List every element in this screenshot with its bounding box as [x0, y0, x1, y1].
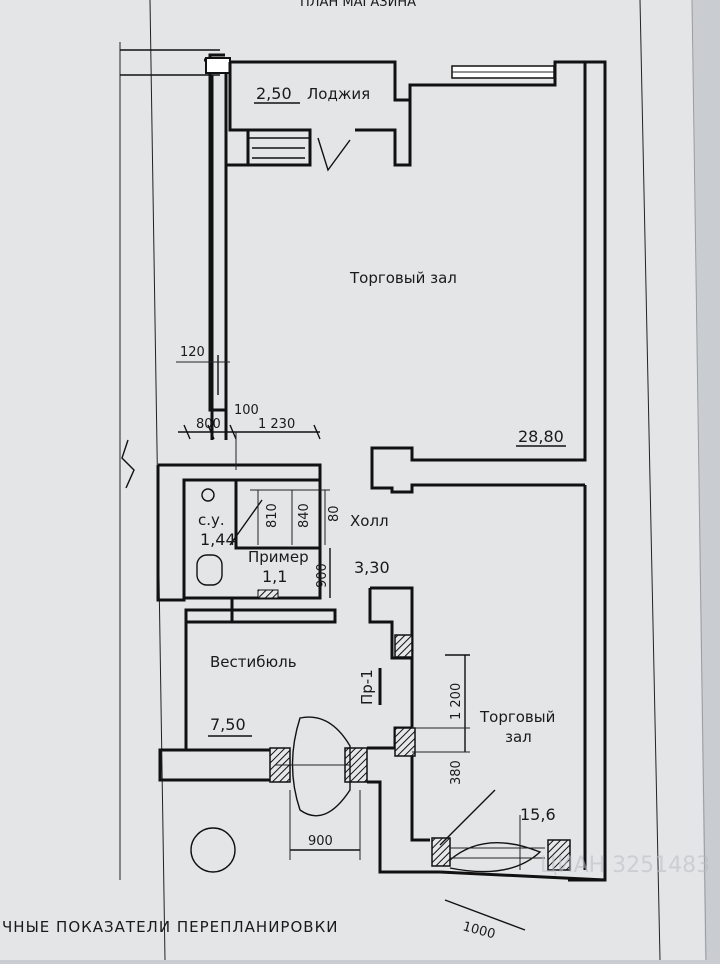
sheet-border-right — [639, 0, 661, 961]
dim-900-h: 900 — [308, 834, 333, 849]
dim-100: 100 — [234, 403, 259, 418]
small-hall-label-1: Торговый — [479, 708, 555, 726]
main-hall-label: Торговый зал — [349, 269, 457, 287]
wc-walls[interactable] — [156, 463, 322, 602]
dim-840: 840 — [297, 503, 312, 528]
dim-80: 80 — [327, 505, 342, 522]
dim-380: 380 — [449, 760, 464, 785]
tree-icon — [190, 827, 236, 873]
wc-label: с.у. — [198, 511, 225, 529]
dim-810: 810 — [265, 503, 280, 528]
loggia-area: 2,50 — [256, 84, 292, 103]
vestibule-area: 7,50 — [210, 715, 246, 734]
dim-120: 120 — [180, 345, 205, 360]
loggia-label: Лоджия — [307, 85, 370, 103]
plan-title: ПЛАН МАГАЗИНА — [300, 0, 416, 10]
storage-label: Пример — [248, 548, 309, 566]
loggia-door[interactable] — [317, 137, 351, 172]
watermark: ЦИАН 3251483 — [540, 853, 710, 878]
footer-caption: ЧНЫЕ ПОКАЗАТЕЛИ ПЕРЕПЛАНИРОВКИ — [2, 918, 338, 936]
sink-icon — [201, 488, 215, 502]
vestibule-walls[interactable] — [158, 608, 337, 782]
small-hall-label-2: зал — [505, 728, 532, 746]
dim-1230: 1 230 — [258, 417, 295, 432]
corridor-area: 3,30 — [354, 558, 390, 577]
side-entrance-door[interactable] — [439, 789, 542, 873]
corridor-label: Холл — [350, 512, 389, 530]
break-mark — [121, 439, 135, 489]
paper — [0, 0, 705, 960]
outer-wall-right[interactable] — [230, 60, 607, 882]
dimension-lines — [176, 355, 526, 931]
vestibule-label: Вестибюль — [210, 653, 297, 671]
entrance-door[interactable] — [291, 716, 351, 817]
dim-1200: 1 200 — [449, 683, 464, 720]
small-hall-area: 15,6 — [520, 805, 556, 824]
main-hall-area: 28,80 — [518, 427, 564, 446]
dim-900-v: 900 — [315, 563, 330, 588]
wc-area: 1,44 — [200, 530, 236, 549]
opening-label: Пр-1 — [358, 669, 376, 705]
wc-door[interactable] — [229, 499, 263, 546]
storage-area: 1,1 — [262, 567, 287, 586]
toilet-icon — [196, 554, 223, 586]
dim-800: 800 — [196, 417, 221, 432]
